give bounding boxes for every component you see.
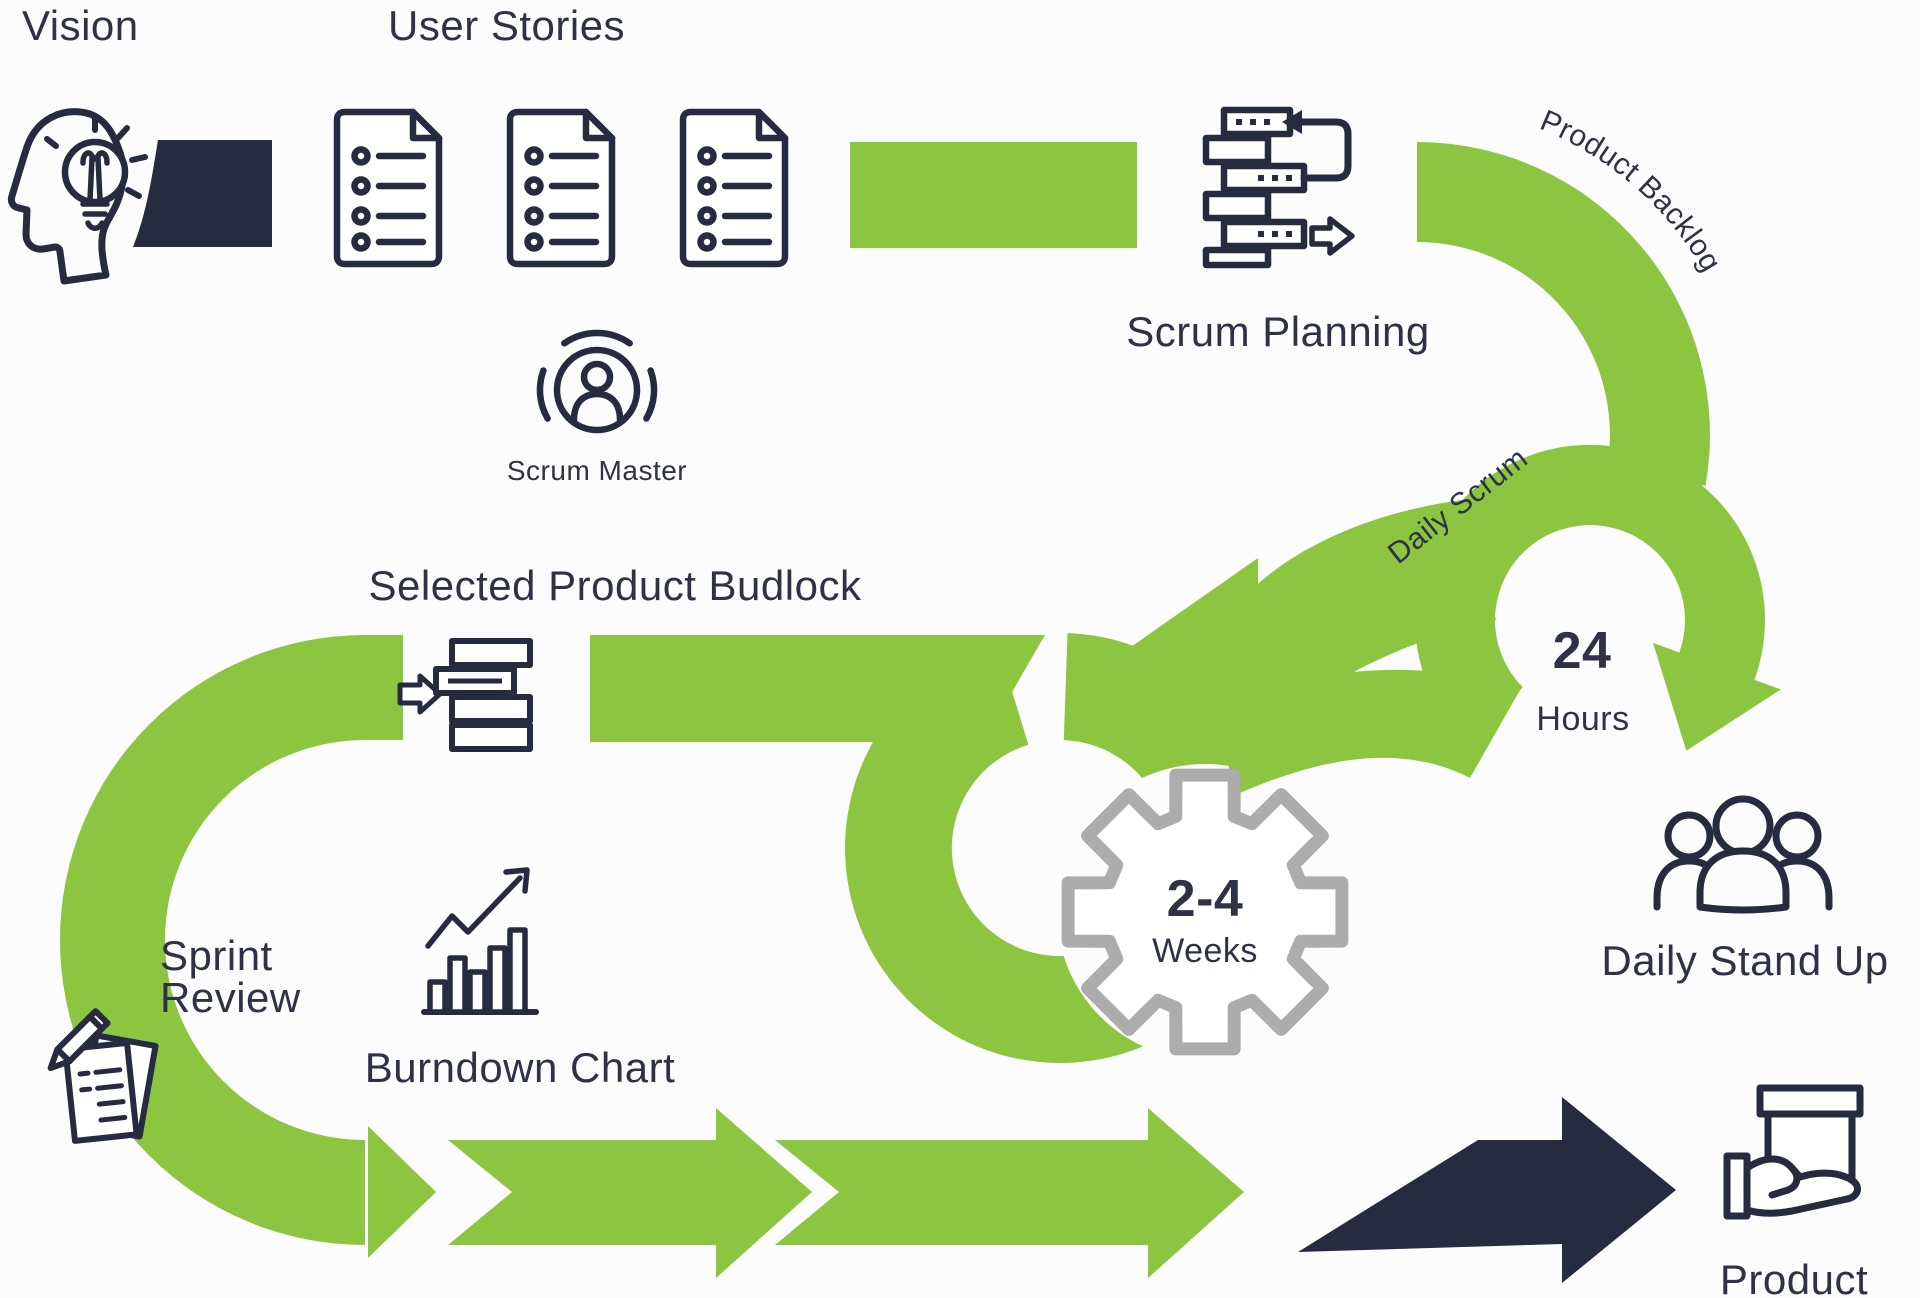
- flow-shapes-2: [60, 142, 1781, 1278]
- scrum-planning-label: Scrum Planning: [1126, 308, 1429, 355]
- document-icon: [333, 108, 443, 268]
- product-backlog-arc: [1417, 142, 1710, 486]
- backlog-stack-loop-icon: [1202, 106, 1355, 269]
- daily-loop-value: 24: [1553, 622, 1612, 680]
- arrow-into-bars-icon: [397, 638, 533, 752]
- gear-icon: [1061, 768, 1349, 1056]
- burndown-chart-label: Burndown Chart: [365, 1044, 676, 1091]
- document-icon: [679, 108, 789, 268]
- backlog-to-sprint-band: [590, 635, 1045, 742]
- vision-swoosh: [133, 140, 272, 247]
- bottom-arrow-2: [775, 1108, 1244, 1278]
- user-stories-label: User Stories: [388, 2, 625, 49]
- loop-arrowhead: [368, 1126, 436, 1258]
- vision-label: Vision: [22, 2, 139, 49]
- sprint-review-label-line1: Sprint: [160, 932, 273, 979]
- sprint-review-label-line2: Review: [160, 974, 301, 1021]
- user-stories-icons: [333, 108, 789, 268]
- notepad-pencil-icon: [47, 1008, 159, 1144]
- bar-chart-trend-icon: [421, 867, 539, 1015]
- head-lightbulb-icon: [7, 108, 148, 285]
- daily-loop-unit: Hours: [1536, 700, 1629, 738]
- daily-to-sprint-arrowhead: [1105, 558, 1258, 762]
- people-group-icon: [1653, 795, 1833, 914]
- hand-holding-box-icon: [1723, 1084, 1864, 1220]
- stories-to-planning-bar: [850, 142, 1137, 248]
- sprint-length-unit: Weeks: [1152, 932, 1258, 970]
- sprint-length-value: 2-4: [1167, 870, 1244, 928]
- bottom-arrow-1: [448, 1108, 812, 1278]
- daily-loop: [1415, 444, 1781, 751]
- scrum-master-label: Scrum Master: [507, 455, 687, 486]
- product-label: Product: [1720, 1256, 1868, 1298]
- daily-to-sprint-band: [1258, 500, 1496, 740]
- person-circle-icon: [536, 329, 658, 434]
- document-icon: [506, 108, 616, 268]
- loop-top-band: [363, 635, 403, 740]
- daily-stand-up-label: Daily Stand Up: [1601, 937, 1888, 984]
- product-arrow: [1298, 1097, 1676, 1283]
- selected-product-backlog-label: Selected Product Budlock: [369, 562, 862, 609]
